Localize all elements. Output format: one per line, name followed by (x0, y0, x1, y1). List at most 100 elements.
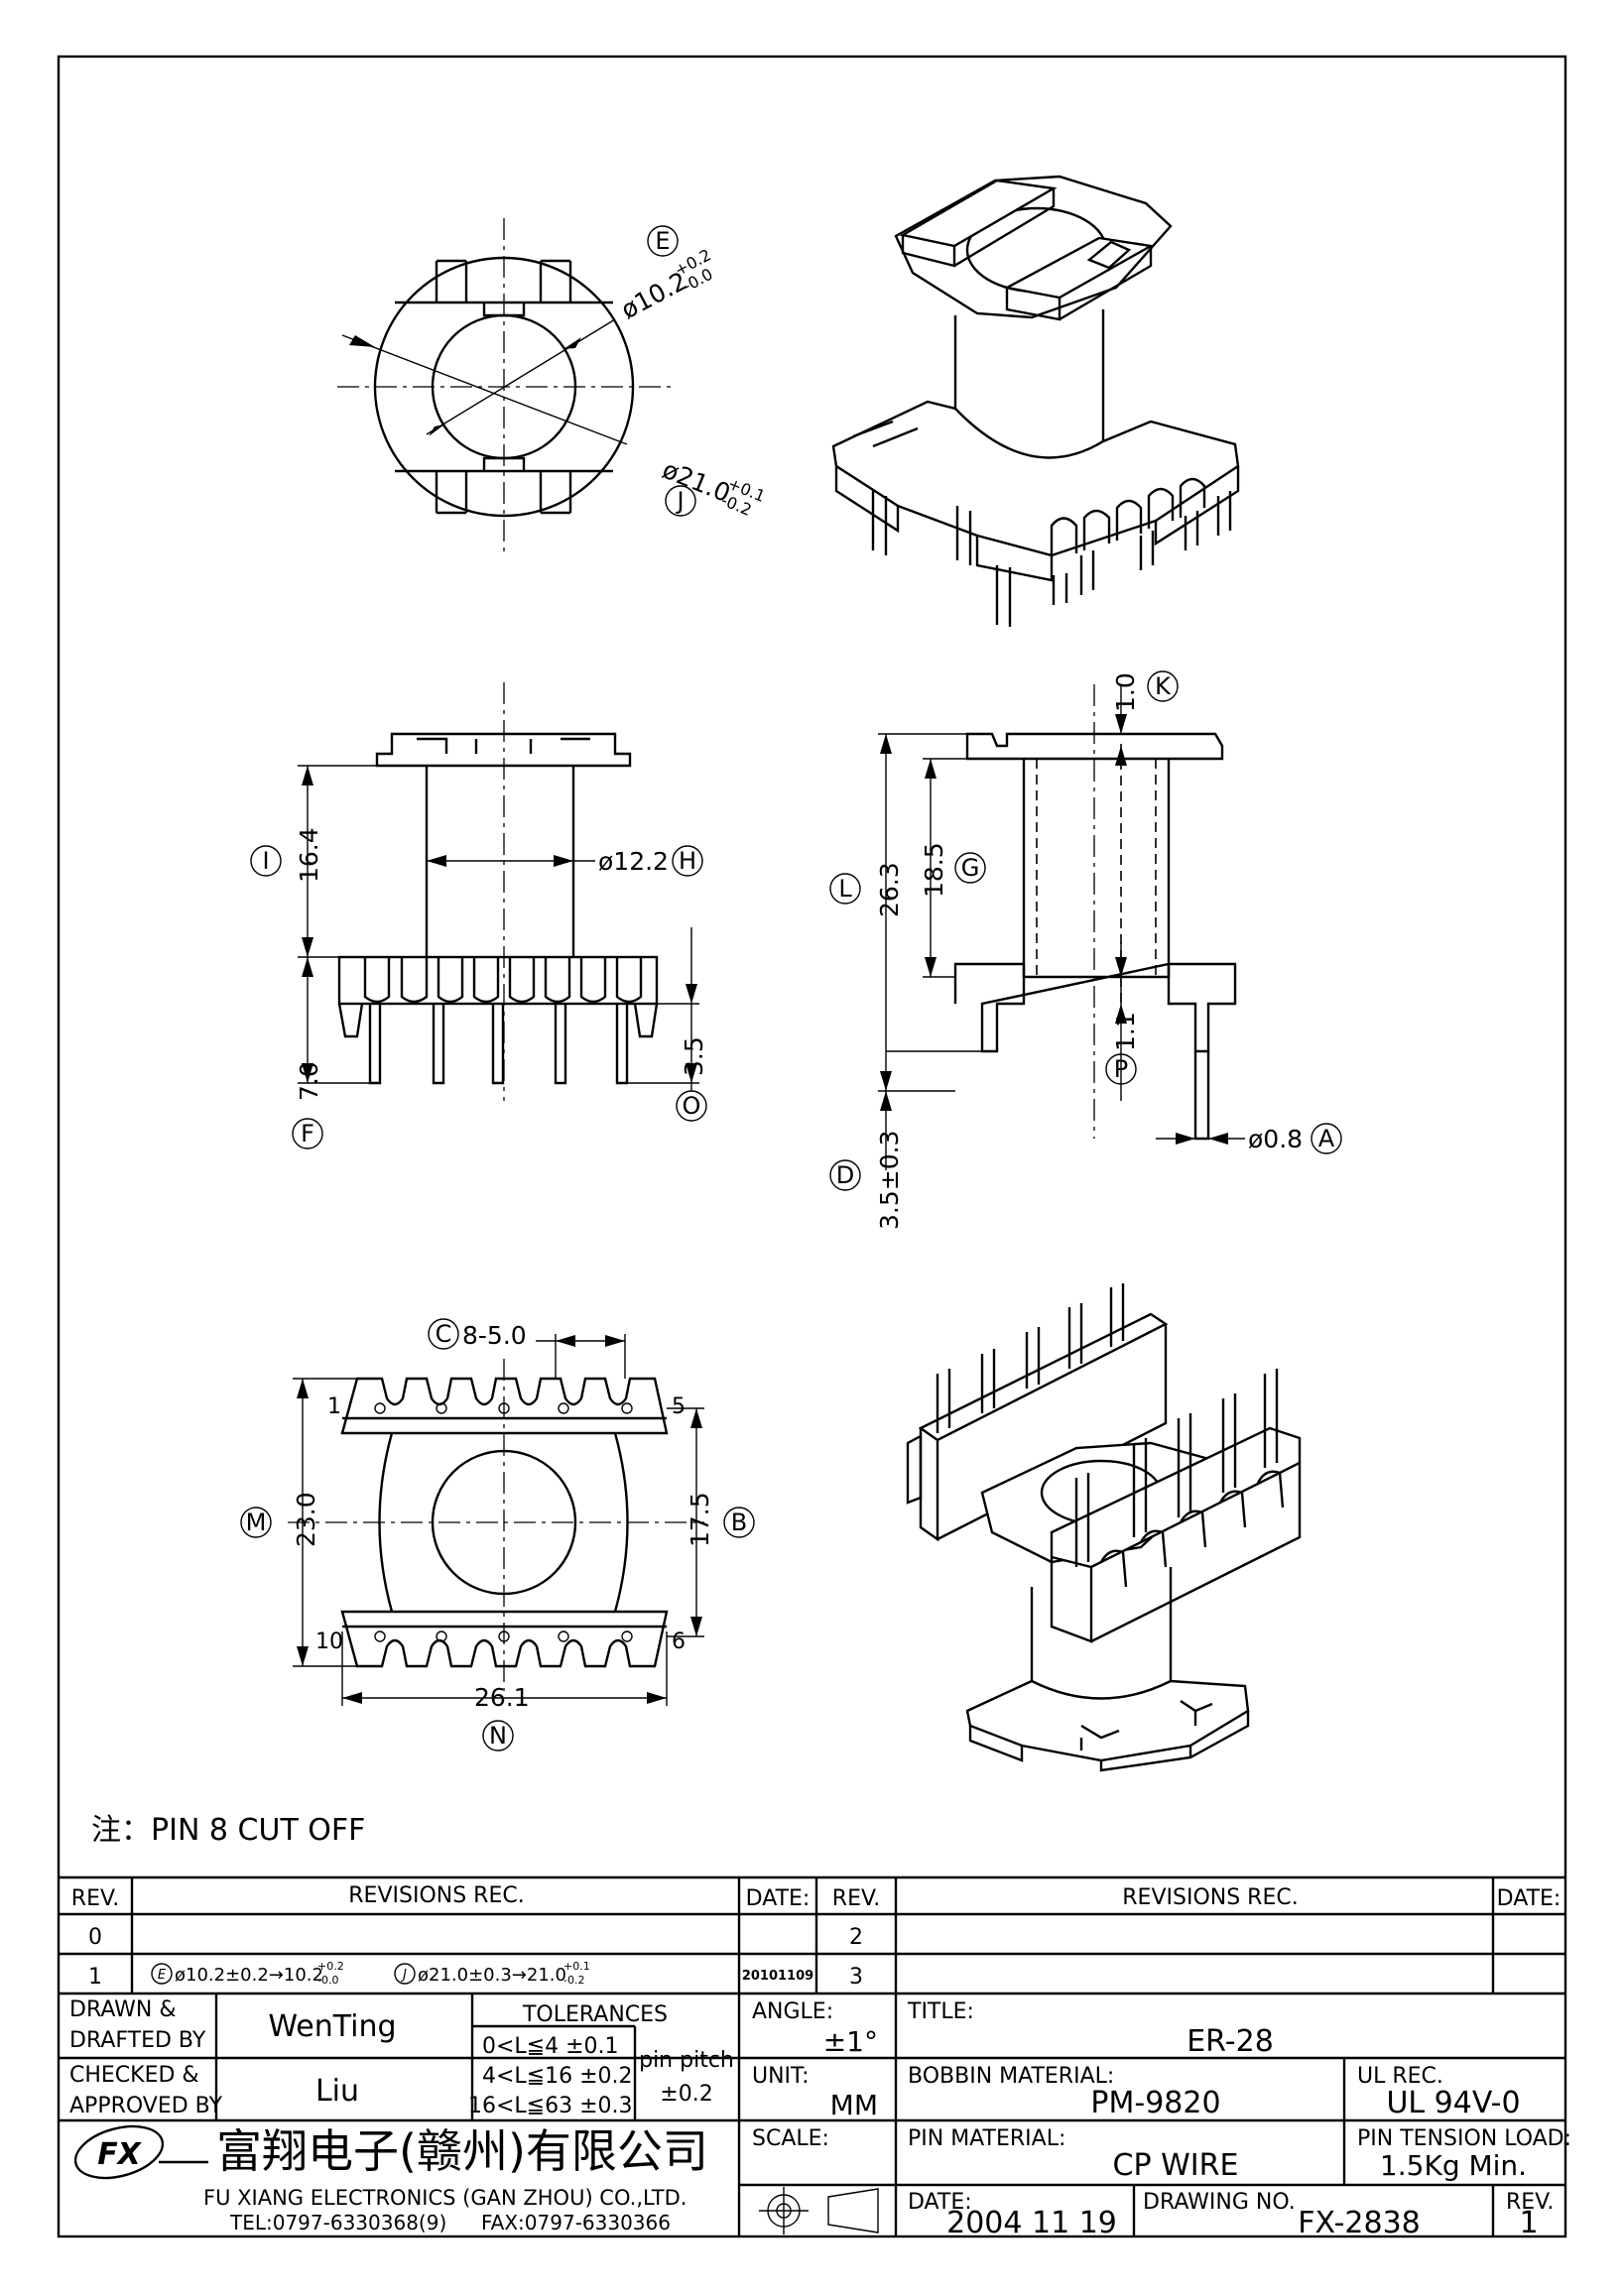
rev1-j-lo: -0.2 (563, 1974, 584, 1987)
rev-2: 2 (849, 1925, 863, 1950)
j-label: J (675, 487, 684, 515)
company-tel: TEL:0797-6330368(9) (229, 2211, 446, 2235)
rev-label: REV. (1506, 2190, 1554, 2215)
revision-table: REV. REVISIONS REC. DATE: REV. REVISIONS… (59, 1875, 1565, 1995)
date-value: 2004 11 19 (946, 2206, 1117, 2240)
k-label: K (1155, 672, 1172, 700)
rev-header-right: REV. (832, 1886, 880, 1911)
sheet-border (57, 55, 1567, 2238)
rev1-e-marker: E (158, 1968, 167, 1983)
angle-value: ±1° (823, 2025, 878, 2058)
drawn-label-2: DRAFTED BY (69, 2028, 206, 2053)
ul-value: UL 94V-0 (1386, 2086, 1520, 2120)
pin-5-label: 5 (672, 1394, 686, 1419)
tol-row-2: 4<L≦16 ±0.2 (482, 2064, 633, 2089)
l-label: L (838, 875, 852, 903)
pin-6-label: 6 (672, 1630, 686, 1654)
pin-1-label: 1 (327, 1394, 341, 1419)
p-label: P (1114, 1055, 1128, 1083)
pin-tension-value: 1.5Kg Min. (1380, 2149, 1527, 2182)
rev1-e-lo: -0.0 (317, 1974, 338, 1987)
b-label: B (731, 1509, 747, 1536)
rec-header-right: REVISIONS REC. (1122, 1885, 1298, 1910)
rev-1: 1 (88, 1965, 102, 1990)
g-value: 18.5 (920, 842, 948, 898)
n-label: N (489, 1722, 507, 1750)
rev-0: 0 (88, 1925, 102, 1950)
p-value: 1.1 (1111, 1012, 1140, 1051)
rev1-e-up: +0.2 (317, 1960, 344, 1973)
rev-header-left: REV. (71, 1886, 119, 1911)
side-view: 1.0 K 26.3 L 18.5 G 1.1 P ø0.8 A (829, 670, 1342, 1230)
company-fax: FAX:0797-6330366 (481, 2211, 671, 2235)
drawn-name: WenTing (268, 2009, 396, 2044)
rev-value: 1 (1519, 2206, 1538, 2240)
i-label: I (262, 847, 269, 875)
checked-label-2: APPROVED BY (69, 2094, 223, 2118)
a-label: A (1318, 1125, 1335, 1152)
i-value: 16.4 (295, 827, 323, 883)
rec-header-left: REVISIONS REC. (348, 1883, 524, 1908)
drawing-no-label: DRAWING NO. (1143, 2190, 1296, 2215)
pin-tension-label: PIN TENSION LOAD: (1357, 2126, 1571, 2151)
note-text: 注：PIN 8 CUT OFF (91, 1813, 365, 1848)
m-label: M (246, 1509, 267, 1536)
k-value: 1.0 (1111, 672, 1140, 712)
bottom-core-hole (431, 1449, 577, 1596)
title-value: ER-28 (1187, 2024, 1274, 2059)
bobbin-material-value: PM-9820 (1090, 2086, 1220, 2120)
pin-material-value: CP WIRE (1113, 2148, 1239, 2183)
d-value: 3.5±0.3 (875, 1131, 904, 1230)
rev1-j-marker: J (400, 1968, 407, 1983)
ul-label: UL REC. (1357, 2064, 1443, 2089)
angle-label: ANGLE: (752, 1999, 833, 2024)
e-label: E (655, 227, 670, 255)
checked-name: Liu (315, 2074, 359, 2109)
d-label: D (836, 1161, 854, 1189)
l-value: 26.3 (875, 862, 904, 917)
rev1-j-up: +0.1 (563, 1960, 590, 1973)
projection-symbol-icon (759, 2187, 879, 2235)
m-value: 23.0 (292, 1492, 320, 1547)
bobbin-material-label: BOBBIN MATERIAL: (908, 2064, 1114, 2089)
title-block: DRAWN & DRAFTED BY WenTing CHECKED & APP… (59, 1994, 1571, 2240)
rev-3: 3 (849, 1965, 863, 1990)
o-label: O (683, 1092, 701, 1120)
h-label: H (679, 847, 696, 875)
company-name-cn: 富翔电子(赣州)有限公司 (216, 2124, 708, 2178)
front-view: 16.4 I ø12.2 H 7.0 F 3.5 O (250, 682, 708, 1149)
g-label: G (961, 854, 980, 882)
isometric-view-lower (906, 1283, 1302, 1772)
scale-label: SCALE: (752, 2126, 829, 2151)
f-label: F (301, 1120, 314, 1148)
tol-row-1: 0<L≦4 ±0.1 (482, 2034, 619, 2059)
c-value: 8-5.0 (462, 1321, 527, 1350)
top-view: E ø10.2 +0.2 -0.0 ø21.0 +0.1 -0.2 J (337, 218, 768, 555)
pin-10-label: 10 (315, 1630, 343, 1654)
pin-pitch-value: ±0.2 (660, 2082, 712, 2107)
company-name-en: FU XIANG ELECTRONICS (GAN ZHOU) CO.,LTD. (203, 2186, 687, 2210)
rev1-j-text: ø21.0±0.3→21.0 (418, 1965, 566, 1986)
rev1-e-text: ø10.2±0.2→10.2 (175, 1965, 323, 1986)
a-value: ø0.8 (1248, 1125, 1303, 1153)
title-label: TITLE: (907, 1999, 974, 2024)
date-header-right: DATE: (1497, 1886, 1562, 1911)
isometric-view-upper (831, 175, 1240, 627)
bottom-view: 1 5 6 10 C 8-5.0 23.0 M 17.5 B (240, 1318, 755, 1752)
b-value: 17.5 (686, 1492, 714, 1547)
h-value: ø12.2 (598, 847, 669, 876)
drawing-no-value: FX-2838 (1298, 2206, 1421, 2240)
unit-label: UNIT: (752, 2064, 809, 2089)
checked-label-1: CHECKED & (69, 2063, 199, 2088)
o-value: 3.5 (680, 1036, 708, 1076)
date-header-left: DATE: (746, 1886, 811, 1911)
pin-pitch-label: pin pitch (639, 2048, 734, 2073)
flange-outline (373, 256, 635, 518)
pin-material-label: PIN MATERIAL: (908, 2126, 1065, 2151)
tolerances-label: TOLERANCES (522, 2002, 668, 2027)
drawn-label-1: DRAWN & (69, 1997, 177, 2022)
tol-row-3: 16<L≦63 ±0.3 (468, 2094, 633, 2118)
date-label: DATE: (908, 2190, 972, 2215)
rev1-date: 20101109 (742, 1969, 813, 1984)
